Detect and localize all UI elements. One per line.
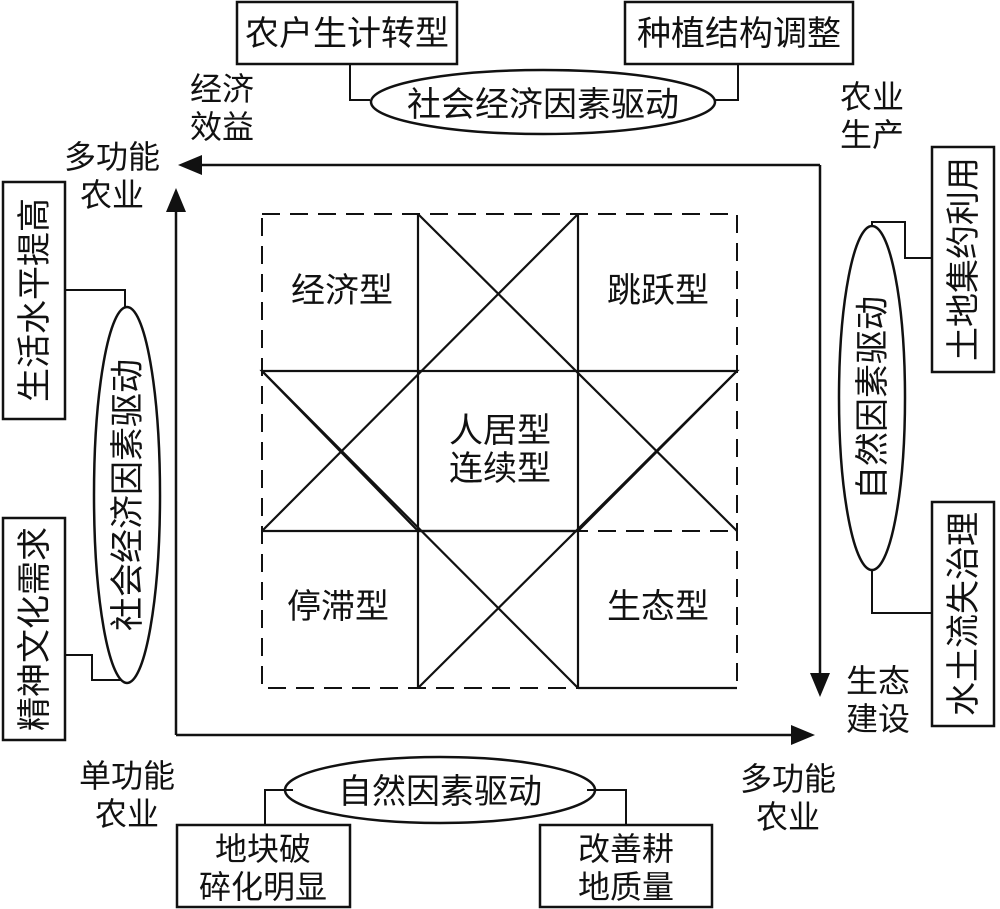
right-bottom-box: [930, 500, 996, 728]
left-top-box: [1, 180, 67, 421]
center-grid: 经济型 跳跃型 人居型 连续型 停滞型 生态型: [259, 213, 740, 690]
grid-label-tr: 跳跃型: [607, 271, 709, 311]
right-bottom-connector: [871, 568, 932, 614]
right-ellipse: [837, 224, 907, 572]
top-right-corner-line1: 农业: [840, 78, 904, 116]
bottom-left-connector: [264, 789, 293, 825]
right-bottom-box-text: 水土流失治理: [944, 512, 984, 716]
top-right-corner-line2: 生产: [840, 116, 904, 154]
bottom-right-box-line1: 改善耕: [578, 830, 674, 868]
grid-diagonal-d: [417, 370, 738, 689]
top-left-box: [235, 0, 459, 66]
bottom-left-box-line1: 地块破: [215, 830, 311, 868]
bottom-right-box: [538, 823, 714, 909]
right-driver-group: 土地集约利用 水土流失治理 自然因素驱动 生态 建设: [837, 145, 996, 738]
left-bottom-box-text: 精神文化需求: [15, 527, 55, 731]
grid-diagonal-c: [261, 370, 579, 689]
left-bottom-box: [1, 516, 67, 742]
top-arrow-arrowhead: [178, 155, 202, 175]
right-axis-bottom-line2: 建设: [846, 700, 910, 738]
left-axis-top-line1: 多功能: [64, 138, 160, 176]
bottom-right-corner-line2: 农业: [756, 798, 820, 836]
bottom-left-box: [175, 823, 352, 909]
axes-group: [166, 155, 830, 745]
left-ellipse: [92, 305, 162, 685]
top-driver-group: 农户生计转型 种植结构调整 社会经济因素驱动 经济 效益 农业 生产: [190, 0, 904, 154]
bottom-driver-group: 单功能 农业 多功能 农业 自然因素驱动 地块破 碎化明显 改善耕 地质量: [79, 755, 836, 909]
left-top-connector: [65, 289, 126, 310]
left-axis-arrowhead: [166, 188, 186, 212]
grid-label-center-line1: 人居型: [449, 411, 551, 451]
top-left-connector: [349, 64, 370, 101]
top-ellipse: [369, 68, 717, 136]
left-top-box-text: 生活水平提高: [15, 198, 55, 402]
top-left-corner-line1: 经济: [190, 70, 254, 108]
bottom-left-box-line2: 碎化明显: [199, 868, 327, 906]
grid-diagonal-b: [417, 213, 738, 532]
right-axis-bottom-line1: 生态: [846, 662, 910, 700]
right-top-box: [930, 145, 996, 374]
top-right-connector: [715, 64, 739, 101]
bottom-ellipse-text: 自然因素驱动: [338, 772, 542, 812]
grid-label-tl: 经济型: [291, 271, 393, 311]
top-left-box-text: 农户生计转型: [245, 14, 449, 54]
top-right-box: [623, 0, 855, 66]
top-right-box-text: 种植结构调整: [637, 14, 841, 54]
top-left-corner-line2: 效益: [190, 108, 254, 146]
left-axis-top-line2: 农业: [80, 176, 144, 214]
grid-label-center-line2: 连续型: [449, 449, 551, 489]
bottom-left-corner-line1: 单功能: [79, 757, 175, 795]
grid-label-br: 生态型: [607, 587, 709, 627]
left-driver-group: 多功能 农业 生活水平提高 精神文化需求 社会经济因素驱动: [1, 138, 162, 742]
bottom-right-corner-line1: 多功能: [740, 760, 836, 798]
grid-diagonal-a: [261, 213, 579, 532]
left-bottom-connector: [65, 654, 125, 681]
right-ellipse-text: 自然因素驱动: [853, 296, 893, 500]
grid-dashed-outer: [261, 213, 738, 689]
right-top-connector: [871, 221, 932, 259]
right-arrow-arrowhead: [810, 673, 830, 697]
bottom-axis-arrowhead: [791, 725, 815, 745]
bottom-left-corner-line2: 农业: [95, 795, 159, 833]
grid-label-bl: 停滞型: [287, 587, 389, 627]
bottom-right-connector: [587, 789, 627, 825]
top-ellipse-text: 社会经济因素驱动: [407, 85, 679, 125]
left-ellipse-text: 社会经济因素驱动: [108, 359, 148, 631]
right-top-box-text: 土地集约利用: [944, 157, 984, 361]
bottom-right-box-line2: 地质量: [578, 868, 674, 906]
